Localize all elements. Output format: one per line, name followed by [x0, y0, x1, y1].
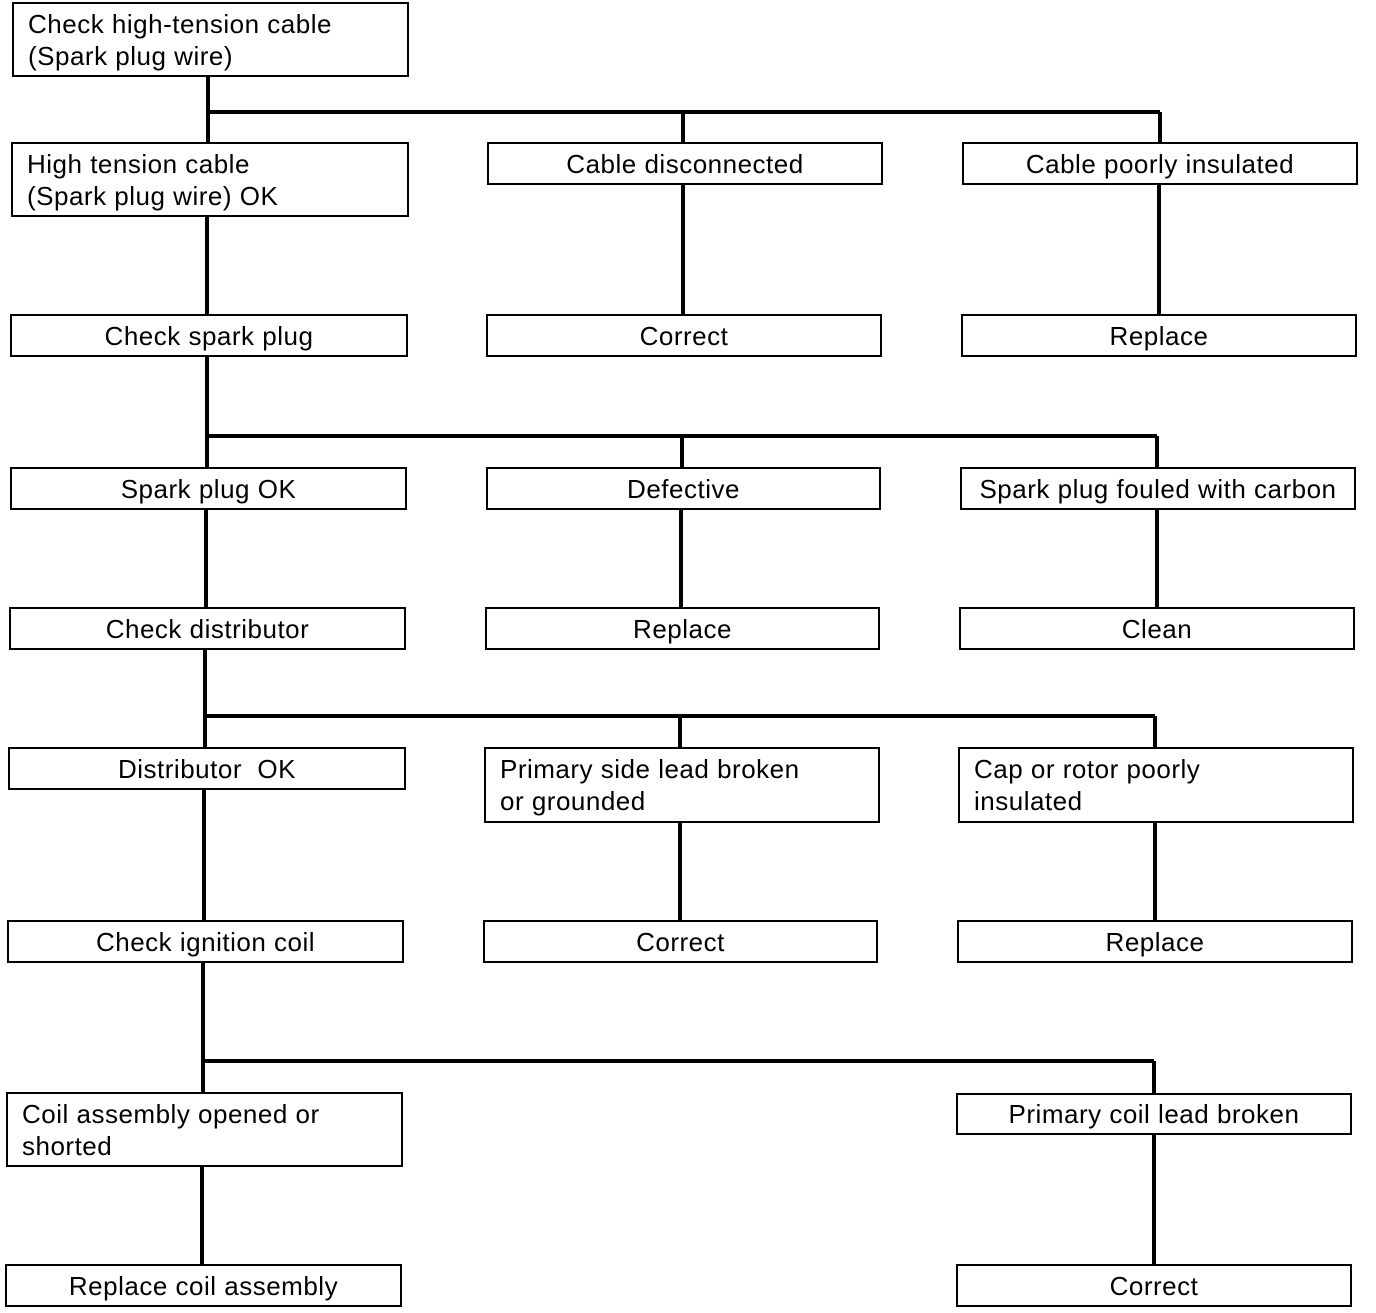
- connector-coil-branch: [201, 962, 1156, 1093]
- correct-cable-node: Correct: [486, 314, 882, 357]
- connector-distributor-branch: [203, 650, 1157, 747]
- coil-assembly-node: Coil assembly opened or shorted: [6, 1092, 403, 1167]
- clean-spark-plug-node: Clean: [959, 607, 1355, 650]
- connector-cable-branch: [206, 76, 1162, 142]
- connector-plug-branch: [205, 357, 1159, 467]
- check-high-tension-cable-node: Check high-tension cable (Spark plug wir…: [12, 2, 409, 77]
- cable-disconnected-node: Cable disconnected: [487, 142, 883, 185]
- check-ignition-coil-node: Check ignition coil: [7, 920, 404, 963]
- primary-side-lead-node: Primary side lead broken or grounded: [484, 747, 880, 823]
- cap-or-rotor-node: Cap or rotor poorly insulated: [958, 747, 1354, 823]
- spark-plug-ok-node: Spark plug OK: [10, 467, 407, 510]
- correct-primary-side-node: Correct: [483, 920, 878, 963]
- replace-cap-rotor-node: Replace: [957, 920, 1353, 963]
- spark-plug-fouled-node: Spark plug fouled with carbon: [960, 467, 1356, 510]
- check-distributor-node: Check distributor: [9, 607, 406, 650]
- replace-coil-assembly-node: Replace coil assembly: [5, 1264, 402, 1307]
- replace-spark-plug-node: Replace: [485, 607, 880, 650]
- check-spark-plug-node: Check spark plug: [10, 314, 408, 357]
- primary-coil-lead-node: Primary coil lead broken: [956, 1093, 1352, 1135]
- cable-poorly-insulated-node: Cable poorly insulated: [962, 142, 1358, 185]
- replace-cable-node: Replace: [961, 314, 1357, 357]
- high-tension-cable-ok-node: High tension cable (Spark plug wire) OK: [11, 142, 409, 217]
- correct-primary-coil-node: Correct: [956, 1264, 1352, 1307]
- distributor-ok-node: Distributor OK: [8, 747, 406, 790]
- spark-plug-defective-node: Defective: [486, 467, 881, 510]
